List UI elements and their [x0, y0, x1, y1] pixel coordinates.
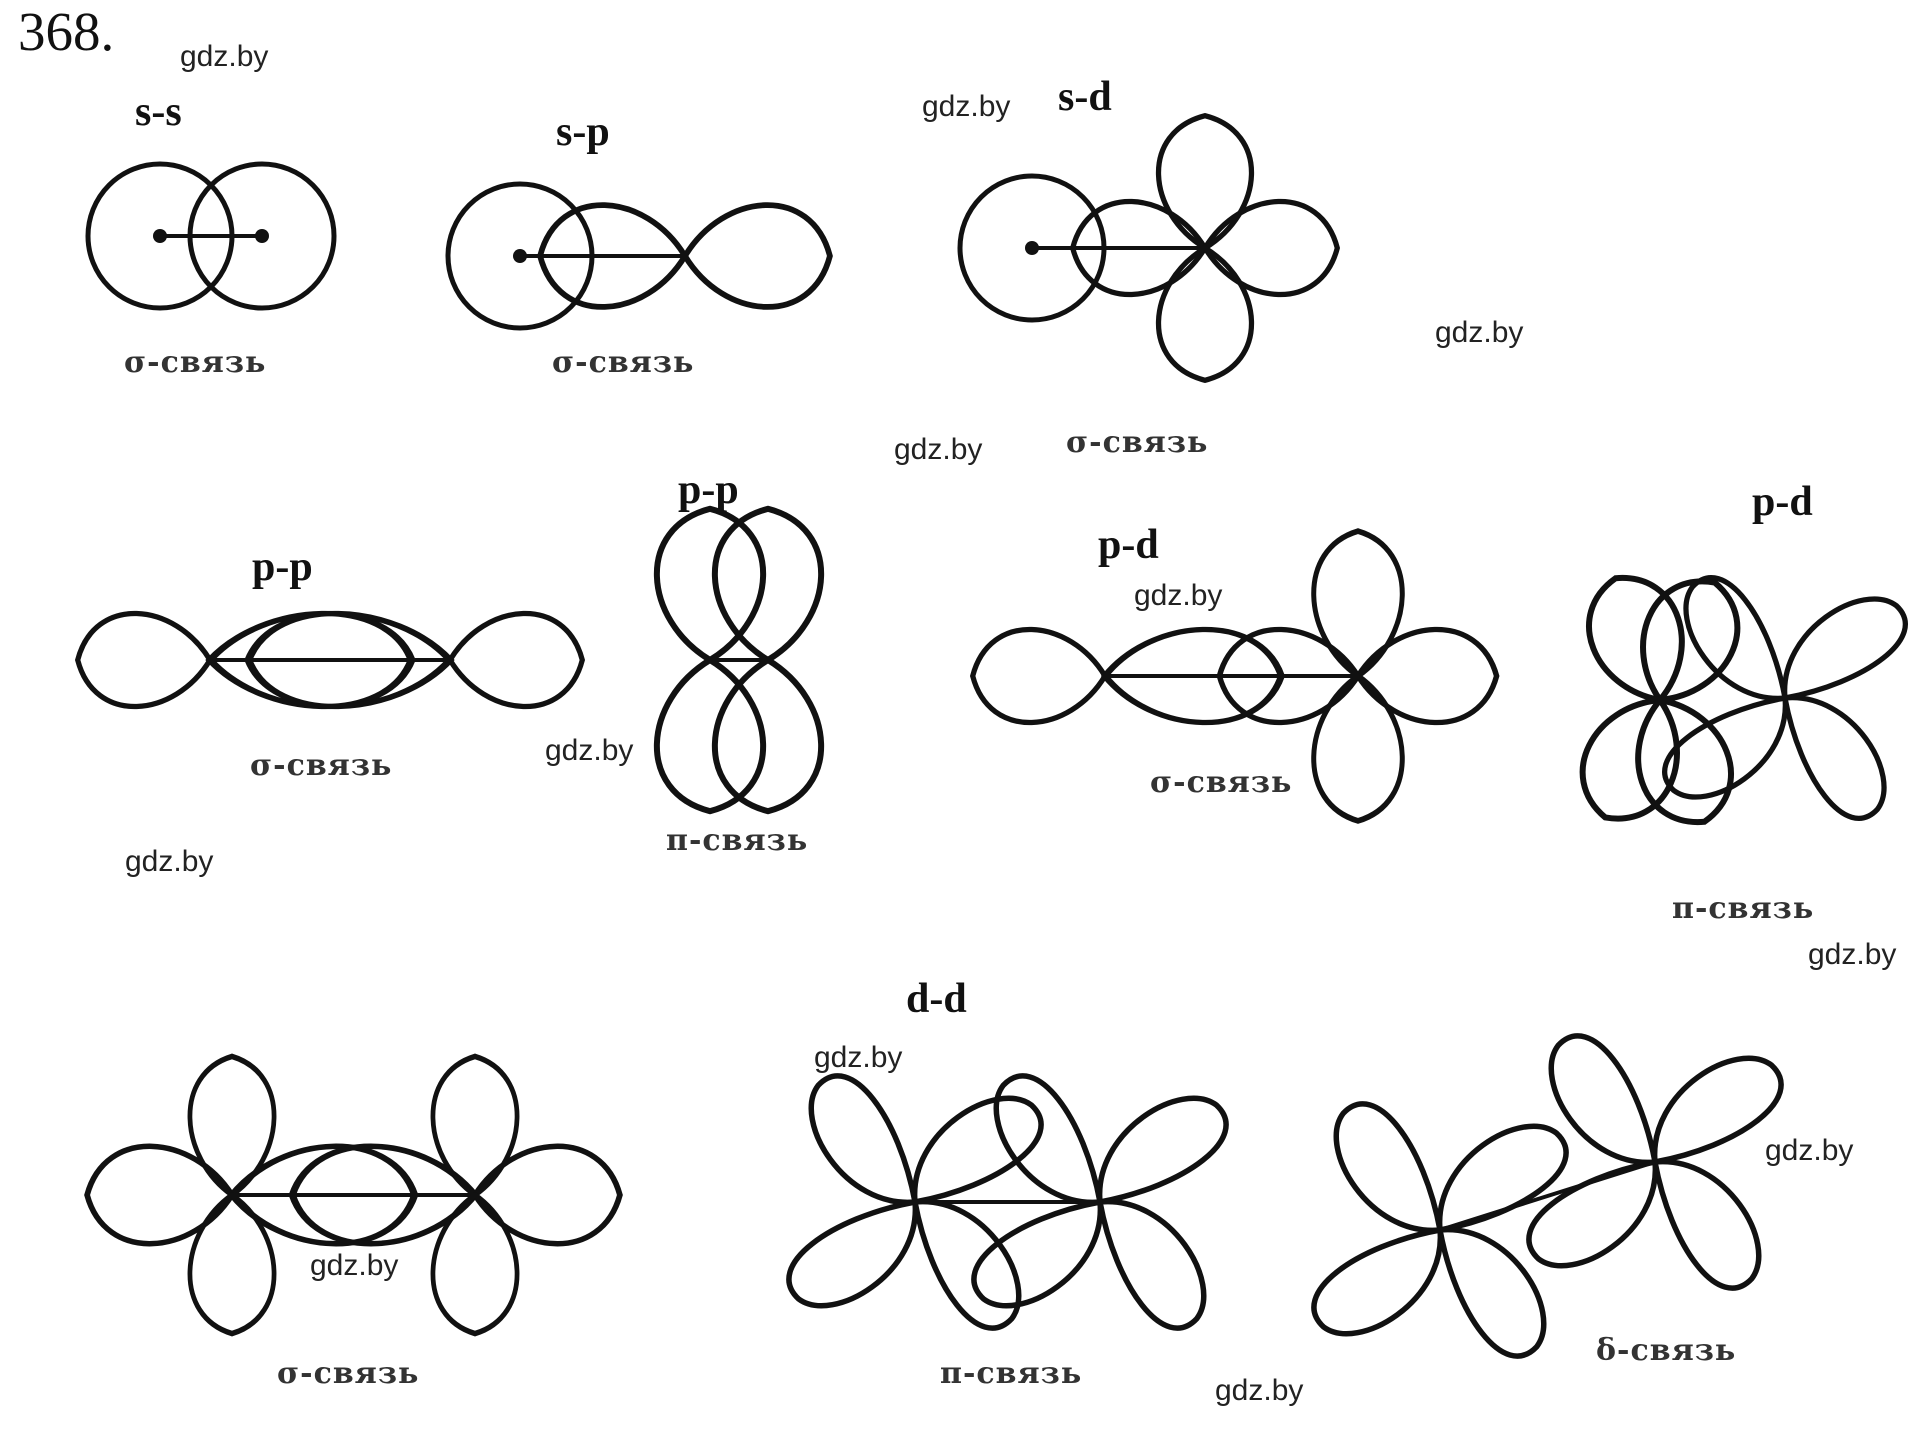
d-orbital-lobe	[1529, 1162, 1655, 1266]
watermark: gdz.by	[894, 433, 982, 466]
p-orbital-lobe	[657, 509, 763, 660]
d-orbital-lobe	[1314, 676, 1403, 821]
diagram-s-d: s-d σ-связь	[957, 74, 1337, 460]
bond-type-label: π-связь	[1672, 891, 1814, 926]
diagram-d-d-pi: π-связь	[789, 1076, 1226, 1391]
d-orbital-lobe	[1100, 1098, 1226, 1202]
d-orbital-lobe	[1314, 531, 1403, 676]
bond-type-label: σ-связь	[277, 1356, 419, 1391]
nucleus	[153, 229, 167, 243]
diagram-p-p-sigma: p-p σ-связь	[78, 544, 583, 783]
diagram-s-p: s-p σ-связь	[445, 109, 830, 380]
bond-type-label: σ-связь	[124, 345, 266, 380]
d-orbital-lobe	[1785, 599, 1906, 698]
watermark: gdz.by	[180, 40, 268, 73]
watermark: gdz.by	[310, 1249, 398, 1282]
diagram-d-d-sigma: σ-связь	[87, 1056, 620, 1391]
bond-type-label: π-связь	[666, 823, 808, 858]
watermark: gdz.by	[1808, 938, 1896, 971]
d-orbital-lobe	[1785, 698, 1884, 819]
d-orbital-lobe	[996, 1076, 1100, 1202]
d-orbital-lobe	[974, 1202, 1100, 1306]
bond-type-label: δ-связь	[1596, 1333, 1736, 1368]
d-orbital-lobe	[190, 1056, 274, 1195]
watermark: gdz.by	[545, 734, 633, 767]
watermark: gdz.by	[922, 90, 1010, 123]
bond-type-label: σ-связь	[250, 748, 392, 783]
problem-number: 368.	[18, 1, 114, 62]
d-orbital-lobe	[1655, 1162, 1759, 1288]
nucleus	[255, 229, 269, 243]
diagram-p-d-sigma: p-d σ-связь	[973, 522, 1497, 821]
d-orbital-lobe	[1358, 630, 1497, 723]
p-orbital-lobe	[657, 660, 763, 811]
d-orbital-lobe	[811, 1076, 915, 1202]
diagram-title: s-d	[1058, 74, 1112, 120]
d-orbital-lobe	[190, 1195, 274, 1334]
watermark: gdz.by	[1435, 316, 1523, 349]
bond-type-label: σ-связь	[1150, 765, 1292, 800]
p-orbital-lobe	[450, 614, 582, 707]
diagram-title: s-s	[135, 89, 182, 135]
watermark: gdz.by	[1134, 579, 1222, 612]
diagram-title: s-p	[556, 109, 610, 155]
d-orbital-lobe	[1159, 248, 1252, 380]
p-orbital-lobe	[715, 509, 821, 660]
d-orbital-lobe	[1159, 116, 1252, 248]
nucleus	[1025, 241, 1039, 255]
diagram-title: p-p	[252, 544, 313, 590]
watermark: gdz.by	[1765, 1134, 1853, 1167]
d-orbital-lobe	[87, 1146, 232, 1243]
d-orbital-lobe	[433, 1056, 517, 1195]
bond-type-label: σ-связь	[1066, 425, 1208, 460]
diagram-title: d-d	[906, 976, 967, 1022]
watermarks: gdz.by gdz.by gdz.by gdz.by gdz.by gdz.b…	[125, 40, 1896, 1407]
p-orbital-lobe	[973, 630, 1105, 723]
bond-type-label: σ-связь	[552, 345, 694, 380]
d-orbital-lobe	[789, 1202, 915, 1306]
diagram-title: p-d	[1752, 479, 1813, 525]
watermark: gdz.by	[125, 845, 213, 878]
diagram-p-d-pi: p-d π-связь	[1564, 479, 1905, 926]
d-orbital-lobe	[1336, 1104, 1440, 1230]
p-orbital-lobe	[78, 614, 210, 707]
diagram-s-s: s-s σ-связь	[85, 89, 337, 380]
d-orbital-lobe	[915, 1202, 1019, 1328]
d-orbital-lobe	[475, 1146, 620, 1243]
diagram-p-p-pi: p-p π-связь	[657, 467, 821, 858]
d-orbital-lobe	[1655, 1058, 1781, 1162]
nucleus	[513, 249, 527, 263]
watermark: gdz.by	[1215, 1374, 1303, 1407]
d-orbital-lobe	[1314, 1230, 1440, 1334]
diagram-title: p-d	[1098, 522, 1159, 568]
p-orbital-lobe	[715, 660, 821, 811]
d-orbital-lobe	[1100, 1202, 1204, 1328]
d-orbital-lobe	[1205, 202, 1337, 295]
watermark: gdz.by	[814, 1041, 902, 1074]
bond-type-label: π-связь	[940, 1356, 1082, 1391]
d-orbital-lobe	[915, 1098, 1041, 1202]
d-orbital-lobe	[433, 1195, 517, 1334]
p-orbital-lobe	[685, 205, 830, 307]
diagram-d-d-delta: δ-связь	[1314, 1036, 1781, 1368]
bond-axis	[1439, 1160, 1656, 1232]
d-orbital-lobe	[1440, 1126, 1566, 1230]
diagram-title: p-p	[678, 467, 739, 513]
